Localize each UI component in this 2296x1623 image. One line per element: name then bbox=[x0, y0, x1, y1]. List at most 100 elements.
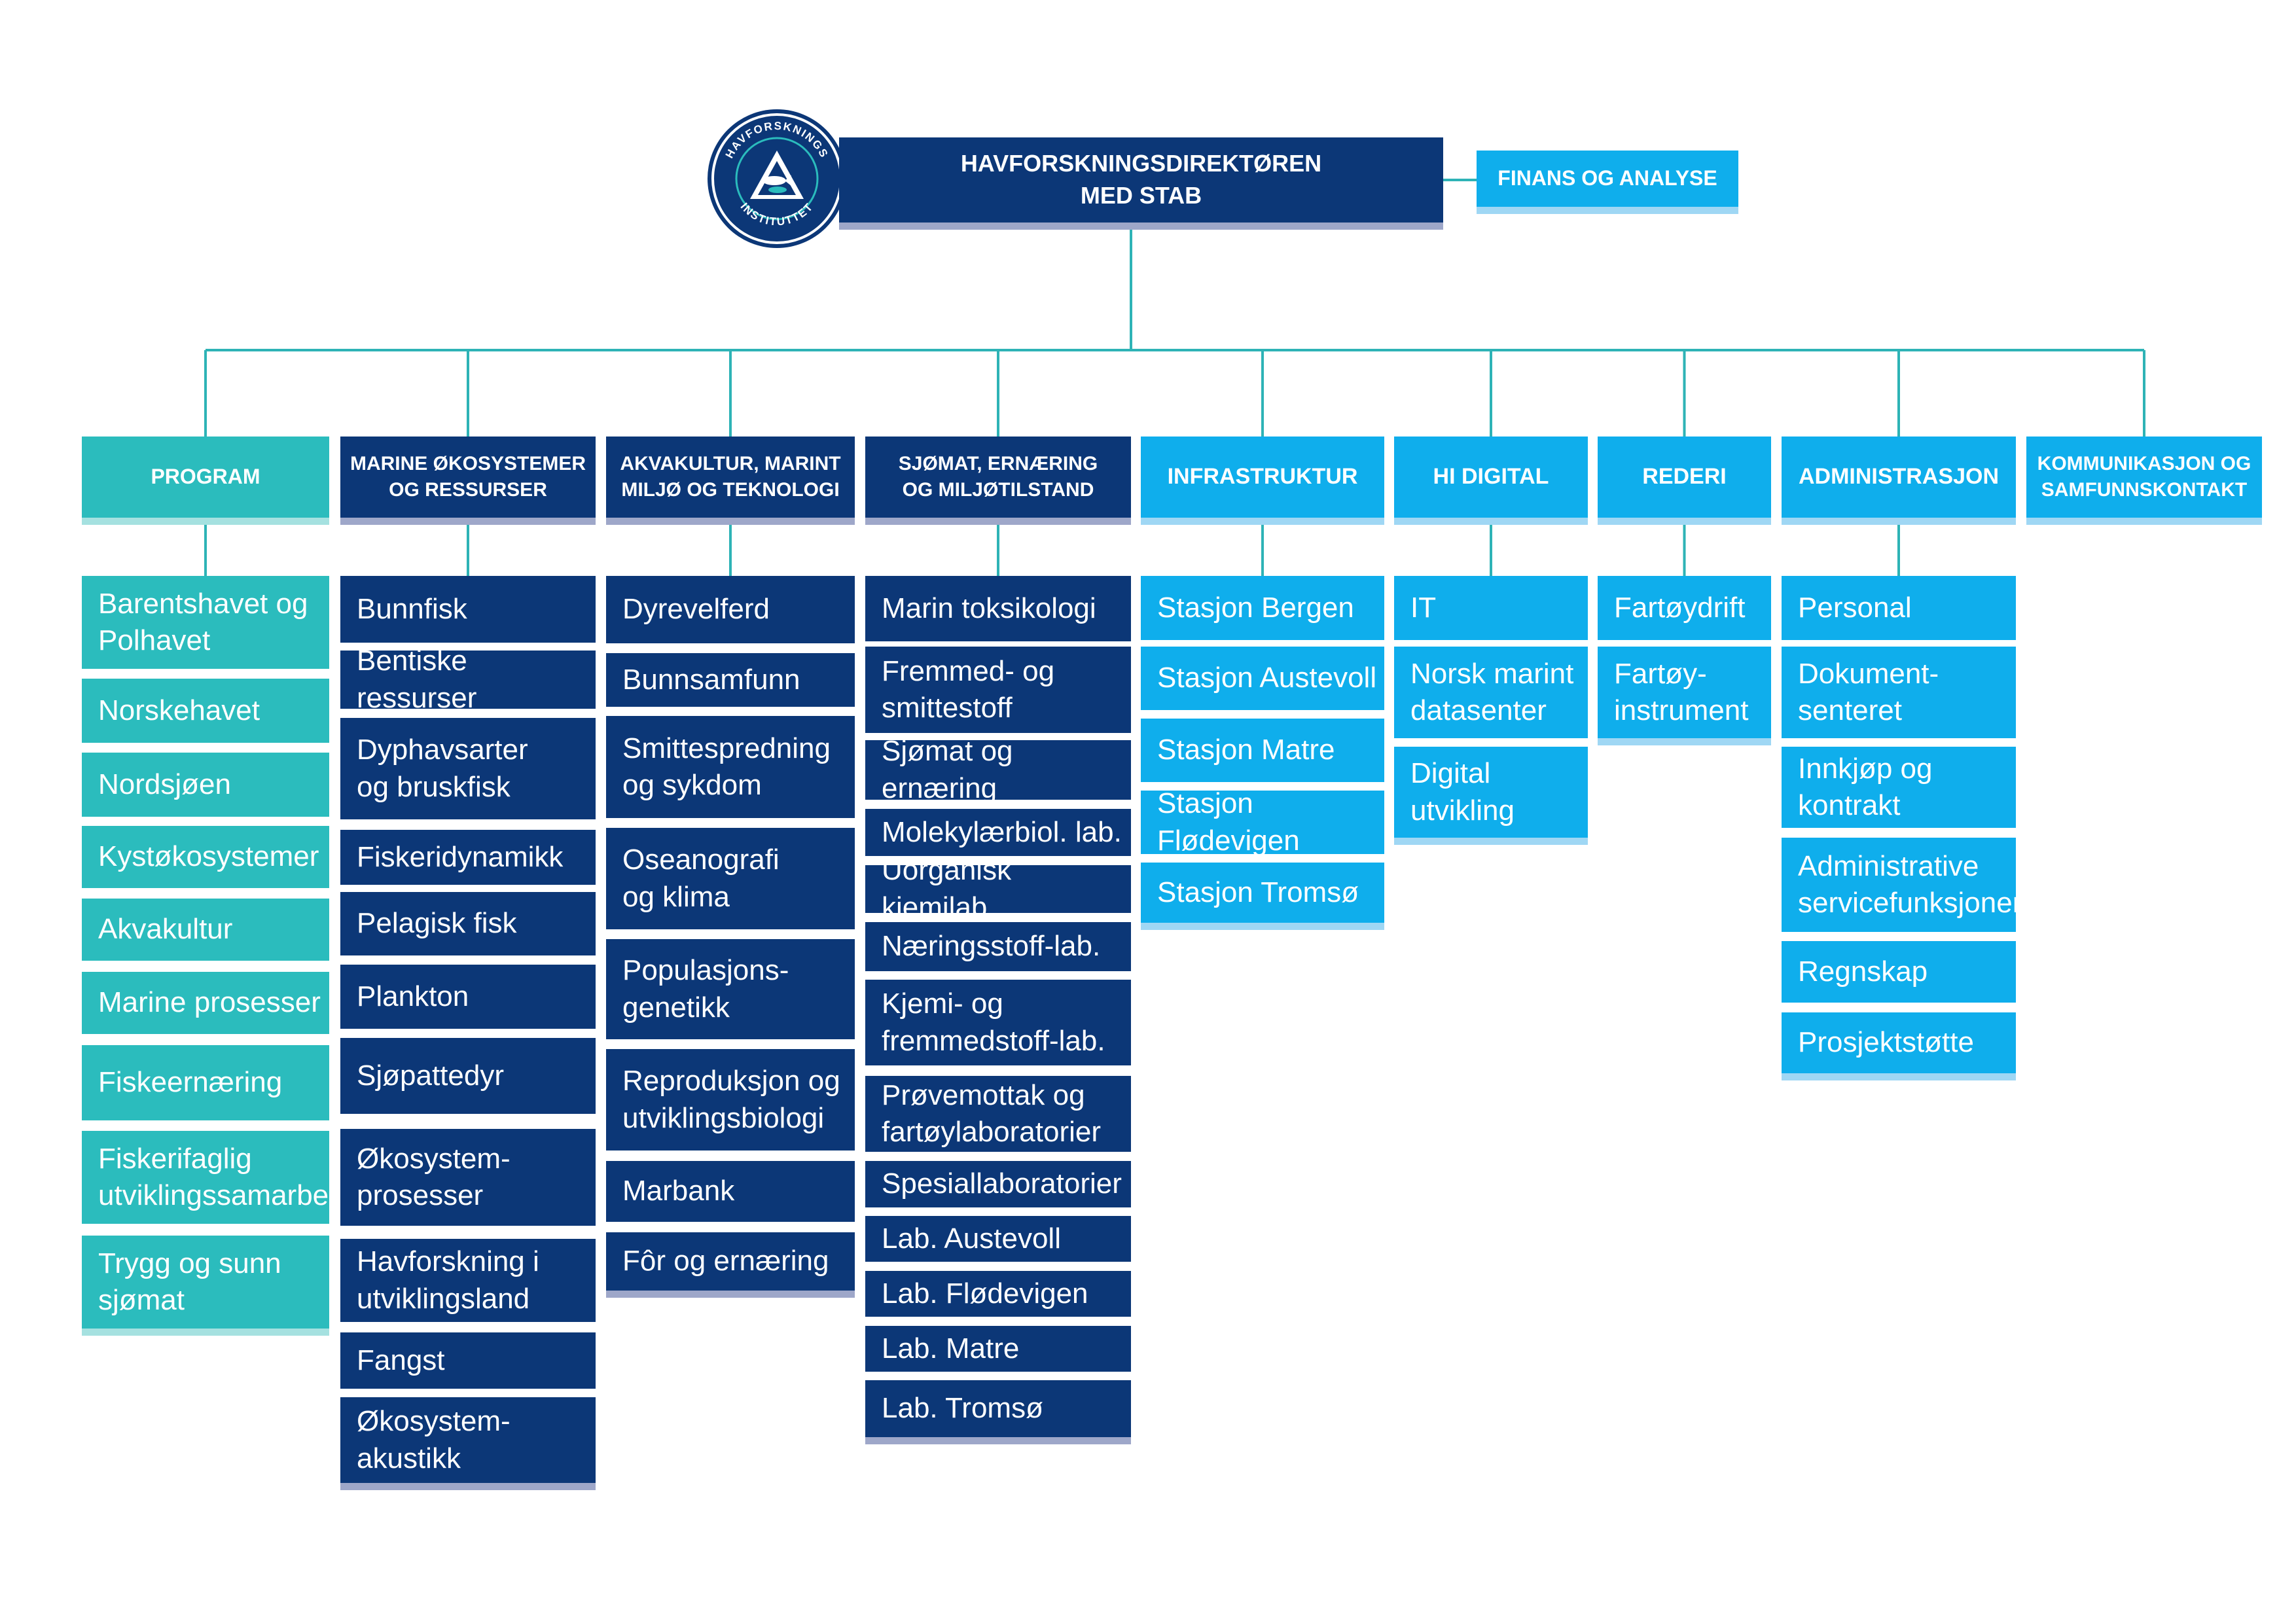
list-item-line: utviklingsland bbox=[357, 1282, 530, 1315]
list-item-line: genetikk bbox=[622, 991, 730, 1024]
list-item-line: sjømat bbox=[98, 1284, 185, 1316]
list-item-line: akustikk bbox=[357, 1442, 461, 1474]
list-item-text: Dokument-senteret bbox=[1798, 656, 1939, 730]
list-item-line: Stasjon Tromsø bbox=[1157, 876, 1359, 908]
list-item: IT bbox=[1394, 576, 1588, 640]
list-item-line: Uorganisk kjemilab. bbox=[882, 854, 1012, 923]
list-item: Fartøydrift bbox=[1598, 576, 1771, 640]
list-item-text: Stasjon Bergen bbox=[1157, 590, 1354, 626]
list-item-line: Spesiallaboratorier bbox=[882, 1168, 1122, 1200]
header-hi-digital: HI DIGITAL bbox=[1394, 437, 1588, 518]
header-underline bbox=[865, 518, 1131, 525]
list-item-line: Fiskeridynamikk bbox=[357, 840, 564, 873]
list-item-text: Marin toksikologi bbox=[882, 590, 1096, 627]
header-line: PROGRAM bbox=[151, 465, 260, 489]
list-item-text: Dyrevelferd bbox=[622, 591, 770, 628]
header-underline bbox=[82, 518, 329, 525]
list-item: Stasjon Flødevigen bbox=[1141, 787, 1384, 857]
list-underline bbox=[865, 1437, 1131, 1444]
director-box: HAVFORSKNINGSDIREKTØREN MED STAB bbox=[839, 137, 1443, 223]
list-item-line: Stasjon Austevoll bbox=[1157, 662, 1377, 694]
list-item: Stasjon Austevoll bbox=[1141, 647, 1384, 710]
list-item-line: fremmedstoff-lab. bbox=[882, 1024, 1105, 1057]
list-item-line: Kjemi- og bbox=[882, 988, 1003, 1020]
list-item: Fiskeernæring bbox=[82, 1045, 329, 1120]
list-item: Populasjons-genetikk bbox=[606, 939, 855, 1039]
list-item-line: senteret bbox=[1798, 694, 1902, 726]
list-item-text: IT bbox=[1410, 590, 1436, 626]
list-item-line: Digital bbox=[1410, 757, 1491, 790]
list-item: Marbank bbox=[606, 1161, 855, 1222]
header-underline bbox=[2026, 518, 2262, 525]
list-item: Prosjektstøtte bbox=[1782, 1012, 2016, 1073]
list-item: Bunnfisk bbox=[340, 576, 596, 643]
list-item-line: kontrakt bbox=[1798, 789, 1901, 821]
list-item: Fiskeridynamikk bbox=[340, 830, 596, 885]
list-item-line: Næringsstoff-lab. bbox=[882, 930, 1101, 963]
list-item-text: Marbank bbox=[622, 1173, 734, 1209]
list-item-line: instrument bbox=[1614, 694, 1749, 726]
list-item: Molekylærbiol. lab. bbox=[865, 809, 1131, 856]
list-item-text: Sjøpattedyr bbox=[357, 1058, 504, 1094]
list-item-line: Bentiske ressurser bbox=[357, 645, 477, 714]
header-program: PROGRAM bbox=[82, 437, 329, 518]
list-item-line: Fartøydrift bbox=[1614, 591, 1746, 624]
list-item-text: Molekylærbiol. lab. bbox=[882, 814, 1122, 851]
list-item-line: og klima bbox=[622, 880, 730, 913]
list-item: Fangst bbox=[340, 1332, 596, 1389]
list-item-text: Fôr og ernæring bbox=[622, 1243, 829, 1279]
list-item-line: Lab. Austevoll bbox=[882, 1222, 1061, 1255]
list-item-line: Lab. Tromsø bbox=[882, 1392, 1043, 1425]
finans-og-analyse-label: FINANS OG ANALYSE bbox=[1498, 166, 1717, 190]
list-item: Plankton bbox=[340, 965, 596, 1029]
header-line: SAMFUNNSKONTAKT bbox=[2041, 479, 2248, 501]
list-item-line: Prosjektstøtte bbox=[1798, 1026, 1974, 1059]
list-item-line: Marine prosesser bbox=[98, 986, 321, 1019]
list-item-line: Dokument- bbox=[1798, 657, 1939, 690]
header-infrastruktur: INFRASTRUKTUR bbox=[1141, 437, 1384, 518]
list-item-text: Bunnfisk bbox=[357, 591, 467, 628]
list-item-text: Stasjon Matre bbox=[1157, 732, 1335, 768]
list-item-text: Regnskap bbox=[1798, 954, 1928, 990]
list-item: Pelagisk fisk bbox=[340, 892, 596, 955]
list-item: Kystøkosystemer bbox=[82, 826, 329, 888]
header-line: OG MILJØTILSTAND bbox=[902, 479, 1094, 501]
list-item-line: IT bbox=[1410, 591, 1437, 624]
list-item-text: Næringsstoff-lab. bbox=[882, 928, 1100, 965]
list-item-line: Dyphavsarter bbox=[357, 734, 528, 766]
list-underline bbox=[340, 1483, 596, 1490]
header-line: AKVAKULTUR, MARINT bbox=[620, 452, 841, 474]
list-item-line: Norsk marint bbox=[1410, 657, 1574, 690]
list-item-text: Populasjons-genetikk bbox=[622, 952, 789, 1026]
list-item-line: Personal bbox=[1798, 591, 1912, 624]
list-item-text: Bentiske ressurser bbox=[357, 643, 589, 717]
list-item: Spesiallaboratorier bbox=[865, 1161, 1131, 1207]
list-item-line: Økosystem- bbox=[357, 1405, 511, 1438]
list-item: Personal bbox=[1782, 576, 2016, 640]
list-item-line: Sjøpattedyr bbox=[357, 1059, 504, 1092]
list-underline bbox=[1782, 1073, 2016, 1080]
list-item: Marine prosesser bbox=[82, 972, 329, 1034]
list-item-line: Marbank bbox=[622, 1175, 735, 1207]
director-box-underline bbox=[839, 223, 1443, 230]
list-item-line: Regnskap bbox=[1798, 955, 1928, 988]
list-item: Økosystem-akustikk bbox=[340, 1397, 596, 1483]
list-item-text: Fartøy-instrument bbox=[1614, 656, 1748, 730]
list-item-line: utviklingssamarbeid bbox=[98, 1179, 351, 1211]
list-item-line: Pelagisk fisk bbox=[357, 907, 517, 940]
list-item-text: Økosystem-prosesser bbox=[357, 1141, 511, 1215]
list-item-line: smittestoff bbox=[882, 692, 1013, 724]
